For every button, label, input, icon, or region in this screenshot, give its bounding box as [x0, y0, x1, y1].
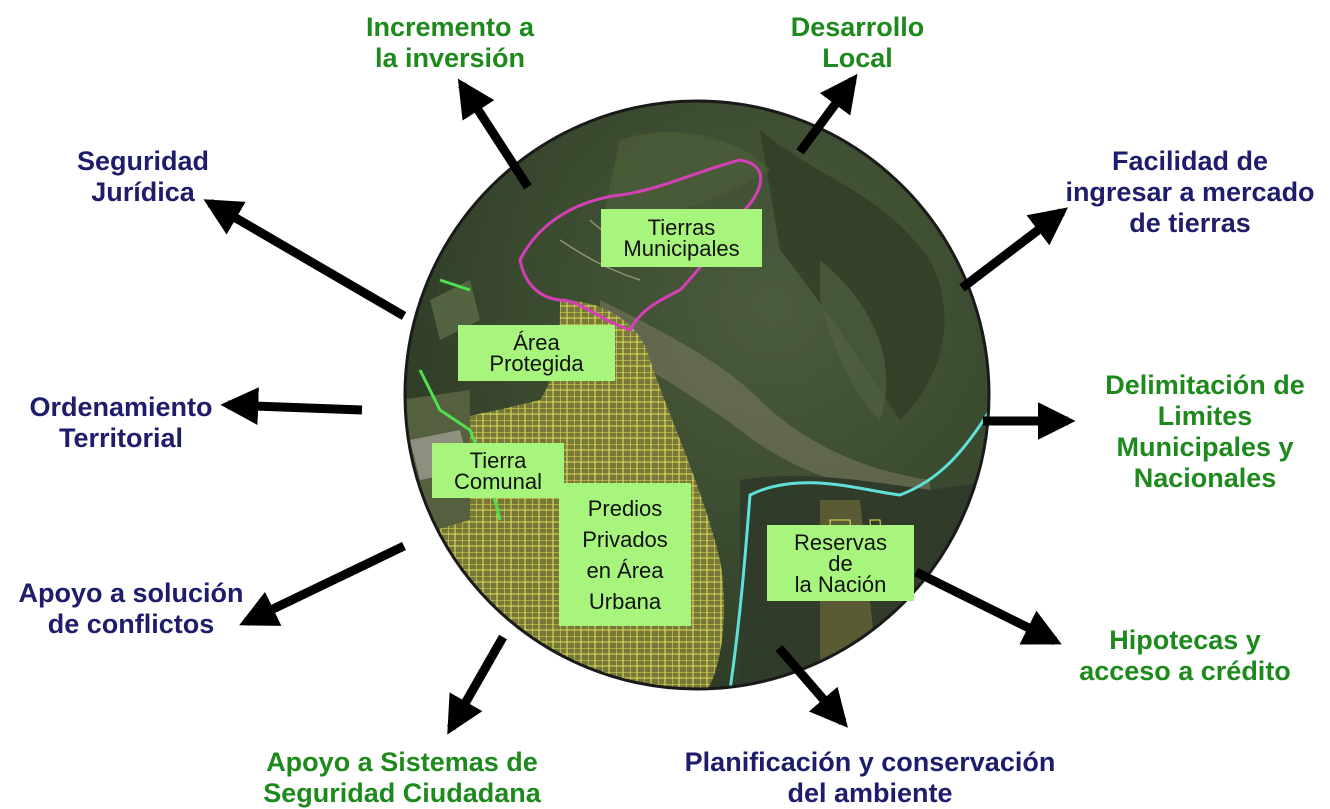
label-line: Municipales y — [1116, 432, 1294, 462]
label-seguridad-juridica: Seguridad Jurídica — [58, 146, 228, 208]
label-apoyo-conflictos: Apoyo a solución de conflictos — [0, 578, 262, 640]
label-planificacion-ambiente: Planificación y conservación del ambient… — [665, 747, 1075, 809]
box-line: Urbana — [588, 588, 662, 614]
label-line: acceso a crédito — [1079, 656, 1291, 686]
box-line: Predios — [587, 495, 663, 521]
box-tierra-comunal: Tierra Comunal — [432, 443, 564, 498]
box-area-protegida: Área Protegida — [458, 325, 615, 381]
box-predios-privados: Predios Privados en Área Urbana — [559, 483, 691, 626]
label-line: de tierras — [1129, 208, 1251, 238]
label-delimitacion-limites: Delimitación de Limites Municipales y Na… — [1095, 370, 1315, 494]
label-line: Incremento a — [365, 12, 535, 42]
label-line: Limites — [1157, 401, 1253, 431]
box-line: Comunal — [453, 468, 543, 494]
arrow-icon — [220, 387, 363, 426]
label-line: Seguridad — [76, 146, 210, 176]
box-line: Protegida — [489, 351, 584, 376]
arrow-icon — [796, 73, 858, 155]
box-line: Privados — [582, 526, 668, 552]
label-line: ingresar a mercado — [1065, 177, 1315, 207]
label-line: Planificación y conservación — [684, 747, 1056, 777]
arrow-icon — [959, 207, 1069, 292]
box-line: la Nación — [794, 571, 887, 597]
label-line: Hipotecas y — [1109, 625, 1261, 655]
label-line: Apoyo a solución — [18, 578, 244, 608]
label-line: Territorial — [58, 423, 184, 453]
box-line: Área — [513, 330, 560, 355]
label-line: Delimitación de — [1105, 370, 1305, 400]
arrow-icon — [239, 541, 406, 627]
label-line: Ordenamiento — [29, 392, 213, 422]
arrow-icon — [775, 645, 848, 728]
box-line: Tierra — [469, 447, 527, 473]
box-line: de — [828, 550, 853, 576]
label-line: Facilidad de — [1111, 146, 1269, 176]
box-line: Tierras — [647, 215, 716, 240]
label-line: Jurídica — [91, 177, 195, 207]
label-facilidad-mercado: Facilidad de ingresar a mercado de tierr… — [1055, 146, 1325, 239]
box-line: Municipales — [623, 236, 740, 261]
arrow-icon — [447, 634, 507, 735]
box-reservas-nacion: Reservas de la Nación — [767, 525, 914, 601]
arrows — [203, 73, 1076, 735]
label-desarrollo-local: Desarrollo Local — [770, 12, 945, 74]
label-line: Desarrollo — [790, 12, 925, 42]
arrow-icon — [203, 199, 407, 320]
label-line: Seguridad Ciudadana — [263, 778, 541, 808]
box-line: Reservas — [794, 529, 887, 555]
box-tierras-municipales: Tierras Municipales — [601, 209, 762, 267]
label-line: la inversión — [374, 43, 526, 73]
label-line: del ambiente — [787, 778, 953, 808]
label-line: de conflictos — [47, 609, 215, 639]
box-line: en Área — [586, 557, 664, 583]
label-line: Apoyo a Sistemas de — [266, 747, 538, 777]
label-apoyo-sistemas: Apoyo a Sistemas de Seguridad Ciudadana — [232, 747, 572, 809]
map-circle-border — [403, 99, 991, 691]
label-line: Local — [822, 43, 893, 73]
label-line: Nacionales — [1133, 463, 1277, 493]
label-ordenamiento-territorial: Ordenamiento Territorial — [16, 392, 226, 454]
label-incremento-inversion: Incremento a la inversión — [335, 12, 565, 74]
label-hipotecas-credito: Hipotecas y acceso a crédito — [1060, 625, 1310, 687]
arrow-icon — [913, 567, 1062, 646]
arrow-icon — [457, 78, 532, 190]
